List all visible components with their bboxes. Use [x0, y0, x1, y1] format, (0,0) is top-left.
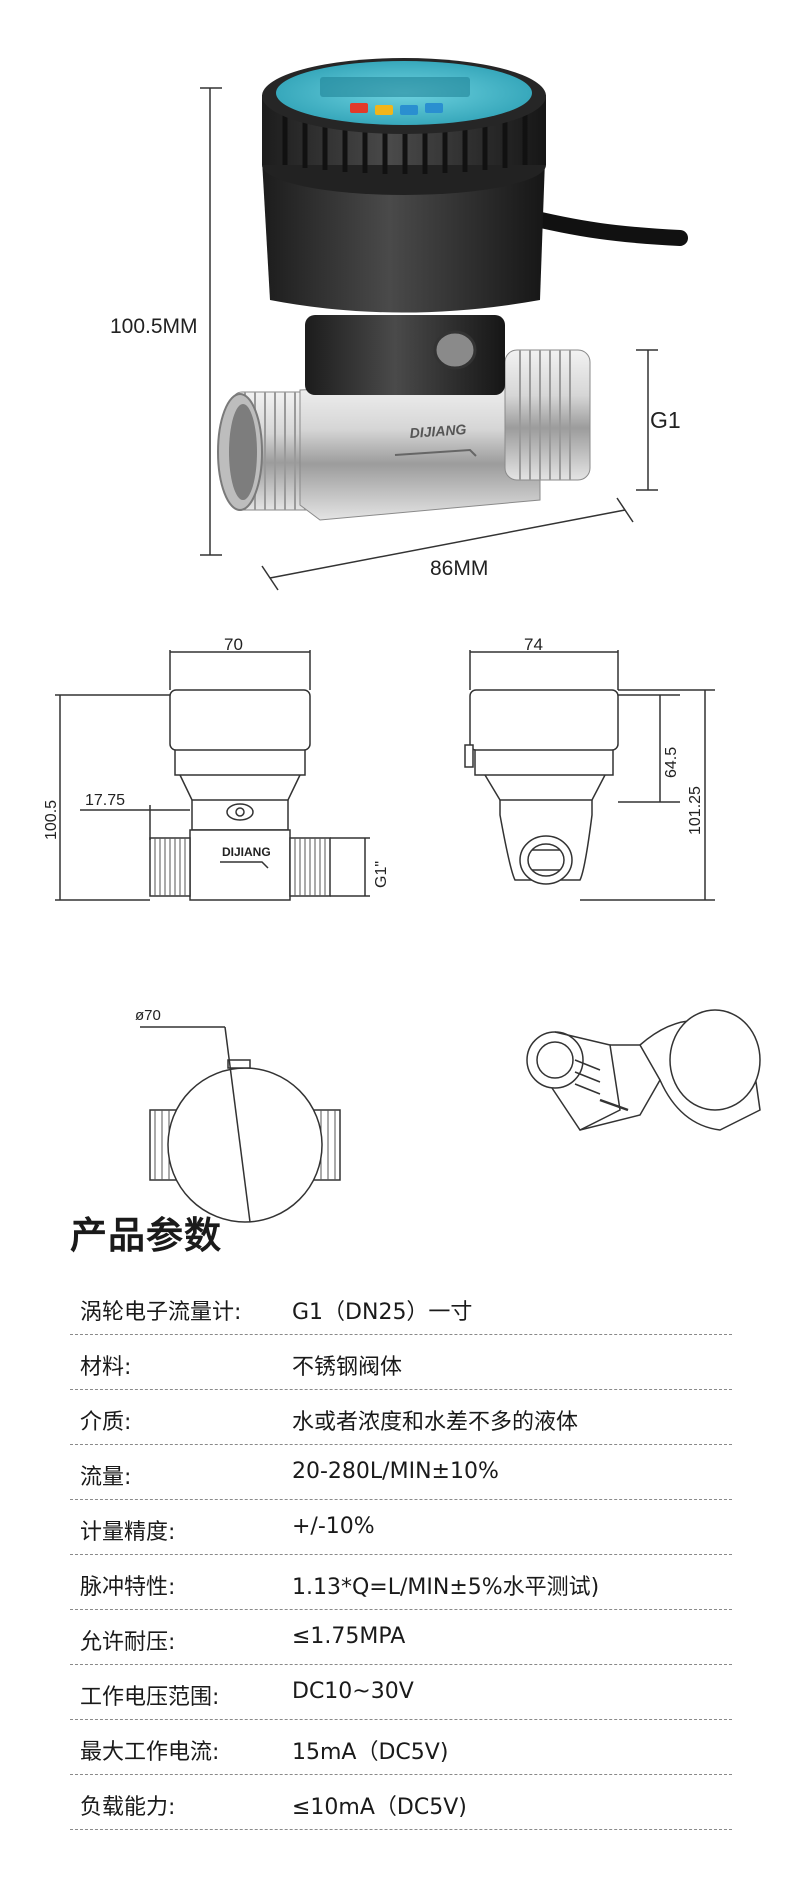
top-drawing — [140, 1026, 341, 1223]
spec-label: 工作电压范围: — [80, 1685, 220, 1710]
spec-row: 负载能力: ≤10mA（DC5V) — [70, 1775, 732, 1830]
spec-row: 流量: 20-280L/MIN±10% — [70, 1445, 732, 1500]
spec-value: 1.13*Q=L/MIN±5%水平测试) — [292, 1575, 600, 1600]
button-blue2-icon — [425, 103, 443, 113]
side-head-height-label: 64.5 — [663, 747, 680, 778]
photo-dimension-lines — [200, 87, 658, 591]
spec-row: 介质: 水或者浓度和水差不多的液体 — [70, 1390, 732, 1445]
spec-value: ≤10mA（DC5V) — [292, 1795, 467, 1820]
spec-row: 允许耐压: ≤1.75MPA — [70, 1610, 732, 1665]
spec-table: 涡轮电子流量计: G1（DN25）一寸 材料: 不锈钢阀体 介质: 水或者浓度和水差不… — [70, 1280, 732, 1830]
spec-row: 工作电压范围: DC10~30V — [70, 1665, 732, 1720]
housing-screw — [433, 330, 477, 370]
front-drawing — [55, 650, 370, 901]
spec-value: ≤1.75MPA — [292, 1624, 406, 1649]
spec-label: 计量精度: — [80, 1520, 176, 1545]
spec-value: 20-280L/MIN±10% — [292, 1459, 499, 1484]
button-red-icon — [350, 103, 368, 113]
front-offset-label: 17.75 — [85, 792, 125, 809]
spec-label: 最大工作电流: — [80, 1740, 220, 1765]
spec-title: 产品参数 — [70, 1214, 222, 1257]
photo-height-label: 100.5MM — [110, 315, 198, 338]
side-drawing — [464, 650, 715, 901]
product-photo: DIJIANG — [110, 58, 688, 591]
top-diameter-label: ø70 — [135, 1007, 161, 1024]
iso-drawing — [526, 1009, 761, 1131]
spec-row: 最大工作电流: 15mA（DC5V) — [70, 1720, 732, 1775]
front-brand-text: DIJIANG — [222, 845, 271, 859]
button-blue-icon — [400, 105, 418, 115]
spec-row: 材料: 不锈钢阀体 — [70, 1335, 732, 1390]
right-thread — [504, 349, 591, 481]
spec-value: DC10~30V — [292, 1679, 414, 1704]
photo-brand-text: DIJIANG — [409, 421, 467, 441]
cable — [512, 207, 688, 246]
housing-body — [262, 160, 545, 313]
front-thread-label: G1" — [373, 861, 390, 888]
spec-value: G1（DN25）一寸 — [292, 1300, 473, 1325]
spec-row: 涡轮电子流量计: G1（DN25）一寸 — [70, 1280, 732, 1335]
spec-label: 流量: — [80, 1465, 132, 1490]
spec-label: 负载能力: — [80, 1795, 176, 1820]
spec-value: 15mA（DC5V) — [292, 1740, 449, 1765]
spec-label: 脉冲特性: — [80, 1575, 176, 1600]
front-height-label: 100.5 — [43, 800, 60, 840]
valve-body — [299, 379, 541, 521]
spec-value: 不锈钢阀体 — [292, 1355, 403, 1380]
spec-value: +/-10% — [292, 1514, 375, 1539]
button-yellow-icon — [375, 105, 393, 115]
side-width-label: 74 — [524, 635, 543, 654]
front-width-label: 70 — [224, 635, 243, 654]
side-total-height-label: 101.25 — [687, 786, 704, 835]
spec-row: 计量精度: +/-10% — [70, 1500, 732, 1555]
spec-label: 材料: — [80, 1355, 132, 1380]
spec-value: 水或者浓度和水差不多的液体 — [292, 1410, 579, 1435]
photo-width-label: 86MM — [430, 557, 488, 580]
photo-thread-label: G1 — [650, 407, 681, 433]
spec-label: 涡轮电子流量计: — [80, 1300, 242, 1325]
spec-label: 允许耐压: — [80, 1630, 176, 1655]
spec-label: 介质: — [80, 1410, 132, 1435]
spec-row: 脉冲特性: 1.13*Q=L/MIN±5%水平测试) — [70, 1555, 732, 1610]
